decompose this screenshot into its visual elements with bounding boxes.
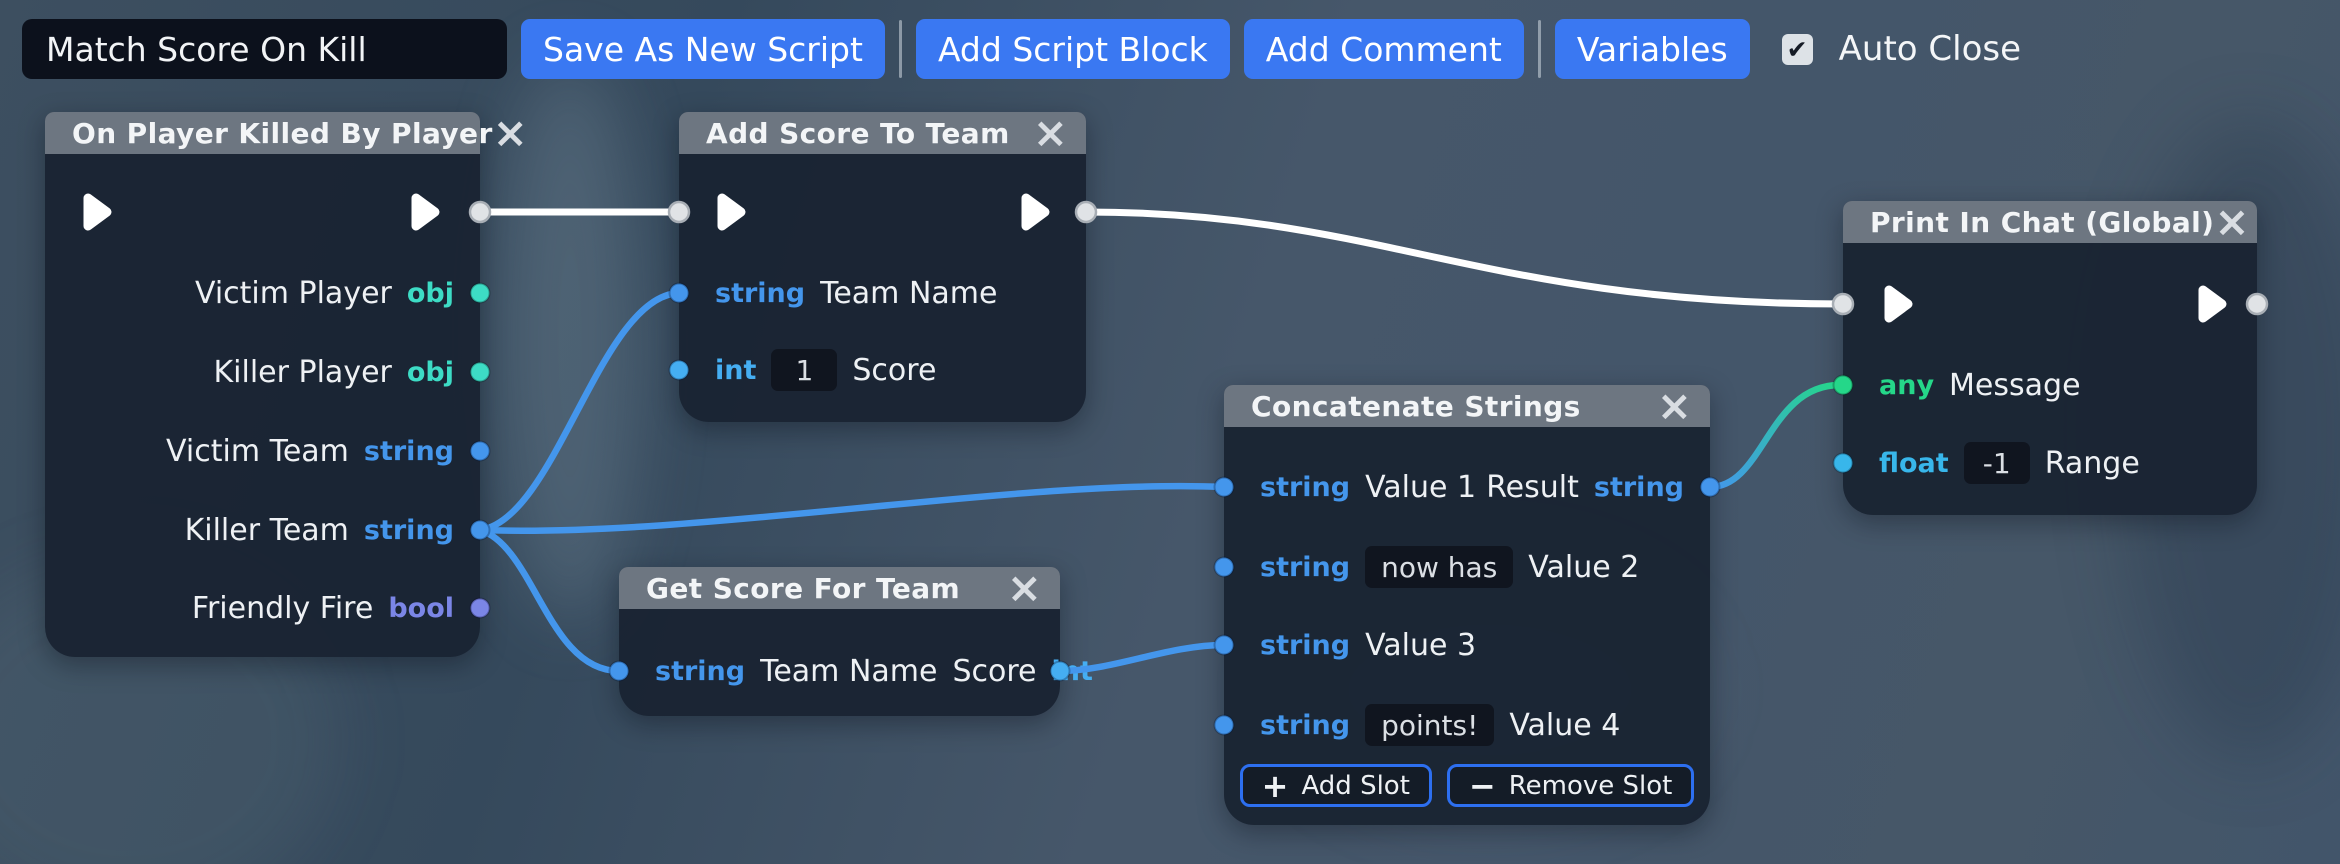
- exec-in-icon[interactable]: [79, 188, 115, 236]
- pin-type: int: [1051, 655, 1093, 687]
- output-row-killer-player: Killer Player obj: [214, 350, 455, 394]
- node-on-player-killed-by-player[interactable]: On Player Killed By Player × Victim Play…: [45, 112, 528, 657]
- node-print-in-chat-global[interactable]: Print In Chat (Global) × any Message flo…: [1843, 201, 2257, 515]
- pin-label: Team Name: [760, 653, 938, 689]
- close-icon[interactable]: ×: [1656, 381, 1692, 430]
- slot-buttons-row: + Add Slot − Remove Slot: [1224, 764, 1710, 807]
- minus-icon: −: [1468, 766, 1496, 805]
- pin-type: string: [1260, 471, 1351, 503]
- output-row-victim-player: Victim Player obj: [195, 271, 454, 315]
- output-row-victim-team: Victim Team string: [166, 429, 454, 473]
- pin-type: obj: [406, 277, 454, 309]
- io-row-team-name-score: string Team Name Score int: [655, 649, 1093, 693]
- pin-label: Value 1: [1365, 469, 1477, 505]
- toolbar: Save As New Script Add Script Block Add …: [22, 18, 2021, 80]
- input-row-score: int 1 Score: [715, 348, 936, 392]
- node-title: Print In Chat (Global): [1870, 205, 2215, 239]
- exec-out-icon[interactable]: [407, 188, 443, 236]
- add-slot-label: Add Slot: [1301, 770, 1410, 801]
- node-get-score-for-team[interactable]: Get Score For Team × string Team Name Sc…: [619, 567, 1093, 716]
- pin-label: Value 4: [1509, 707, 1621, 743]
- node-header[interactable]: Print In Chat (Global) ×: [1843, 201, 2257, 243]
- pin-type: string: [1260, 709, 1351, 741]
- input-row-message: any Message: [1879, 363, 2081, 407]
- pin-type: bool: [388, 592, 454, 624]
- pin-label: Range: [2044, 445, 2140, 481]
- pin-label: Victim Team: [166, 433, 349, 469]
- node-title: On Player Killed By Player: [72, 116, 493, 150]
- pin-type: string: [655, 655, 746, 687]
- node-header[interactable]: Get Score For Team ×: [619, 567, 1060, 609]
- pin-label: Killer Player: [213, 354, 392, 390]
- output-row-friendly-fire: Friendly Fire bool: [192, 586, 454, 630]
- toolbar-divider: [1537, 20, 1541, 78]
- auto-close-checkbox[interactable]: ✔: [1781, 33, 1813, 65]
- exec-out-icon[interactable]: [2194, 280, 2230, 328]
- score-value-input[interactable]: 1: [771, 349, 838, 391]
- node-add-score-to-team[interactable]: Add Score To Team × string Team Name int…: [679, 112, 1086, 422]
- value-2-input[interactable]: now has: [1365, 546, 1514, 588]
- pin-type: string: [1260, 551, 1351, 583]
- node-header[interactable]: On Player Killed By Player ×: [45, 112, 528, 154]
- remove-slot-button[interactable]: − Remove Slot: [1446, 764, 1695, 807]
- pin-label: Score: [952, 653, 1037, 689]
- node-header[interactable]: Concatenate Strings ×: [1224, 385, 1710, 427]
- pin-type: string: [1593, 471, 1684, 503]
- add-slot-button[interactable]: + Add Slot: [1239, 764, 1432, 807]
- pin-type: string: [363, 514, 454, 546]
- input-row-value-4: string points! Value 4: [1260, 703, 1620, 747]
- exec-in-icon[interactable]: [713, 188, 749, 236]
- output-row-killer-team: Killer Team string: [185, 508, 454, 552]
- node-header[interactable]: Add Score To Team ×: [679, 112, 1086, 154]
- pin-type: string: [363, 435, 454, 467]
- pin-label: Message: [1949, 367, 2081, 403]
- pin-type: any: [1879, 369, 1935, 401]
- node-title: Get Score For Team: [646, 571, 961, 605]
- remove-slot-label: Remove Slot: [1508, 770, 1673, 801]
- pin-label: Value 3: [1365, 627, 1477, 663]
- pin-label: Value 2: [1528, 549, 1640, 585]
- add-script-block-button[interactable]: Add Script Block: [915, 19, 1230, 79]
- close-icon[interactable]: ×: [492, 108, 528, 157]
- input-row-range: float -1 Range: [1879, 441, 2140, 485]
- pin-label: Result: [1486, 469, 1579, 505]
- pin-label: Killer Team: [184, 512, 349, 548]
- script-title-input[interactable]: [22, 19, 507, 79]
- add-comment-button[interactable]: Add Comment: [1243, 19, 1524, 79]
- node-title: Concatenate Strings: [1251, 389, 1581, 423]
- input-row-value-3: string Value 3: [1260, 623, 1476, 667]
- toolbar-divider: [898, 20, 902, 78]
- pin-label: Team Name: [820, 275, 998, 311]
- range-value-input[interactable]: -1: [1963, 442, 2030, 484]
- close-icon[interactable]: ×: [1006, 563, 1042, 612]
- exec-in-icon[interactable]: [1880, 280, 1916, 328]
- exec-out-icon[interactable]: [1017, 188, 1053, 236]
- variables-button[interactable]: Variables: [1554, 19, 1750, 79]
- pin-label: Victim Player: [194, 275, 392, 311]
- save-as-new-script-button[interactable]: Save As New Script: [521, 19, 885, 79]
- close-icon[interactable]: ×: [1032, 108, 1068, 157]
- output-row-result: Result string: [1486, 465, 1684, 509]
- pin-type: float: [1879, 447, 1949, 479]
- auto-close-label: Auto Close: [1838, 29, 2022, 69]
- node-concatenate-strings[interactable]: Concatenate Strings × string Value 1 Res…: [1224, 385, 1710, 825]
- pin-type: string: [1260, 629, 1351, 661]
- checkmark-icon: ✔: [1786, 34, 1808, 64]
- pin-type: string: [715, 277, 806, 309]
- input-row-value-2: string now has Value 2: [1260, 545, 1639, 589]
- plus-icon: +: [1261, 766, 1289, 805]
- wire-exec-addscore-to-print: [1082, 208, 1847, 308]
- input-row-value-1: string Value 1: [1260, 465, 1476, 509]
- node-title: Add Score To Team: [706, 116, 1010, 150]
- pin-type: int: [715, 354, 757, 386]
- value-4-input[interactable]: points!: [1365, 704, 1495, 746]
- pin-label: Friendly Fire: [191, 590, 374, 626]
- wire-result-to-message: [1706, 381, 1844, 491]
- pin-label: Score: [852, 352, 937, 388]
- close-icon[interactable]: ×: [2214, 197, 2250, 246]
- pin-type: obj: [406, 356, 454, 388]
- input-row-team-name: string Team Name: [715, 271, 997, 315]
